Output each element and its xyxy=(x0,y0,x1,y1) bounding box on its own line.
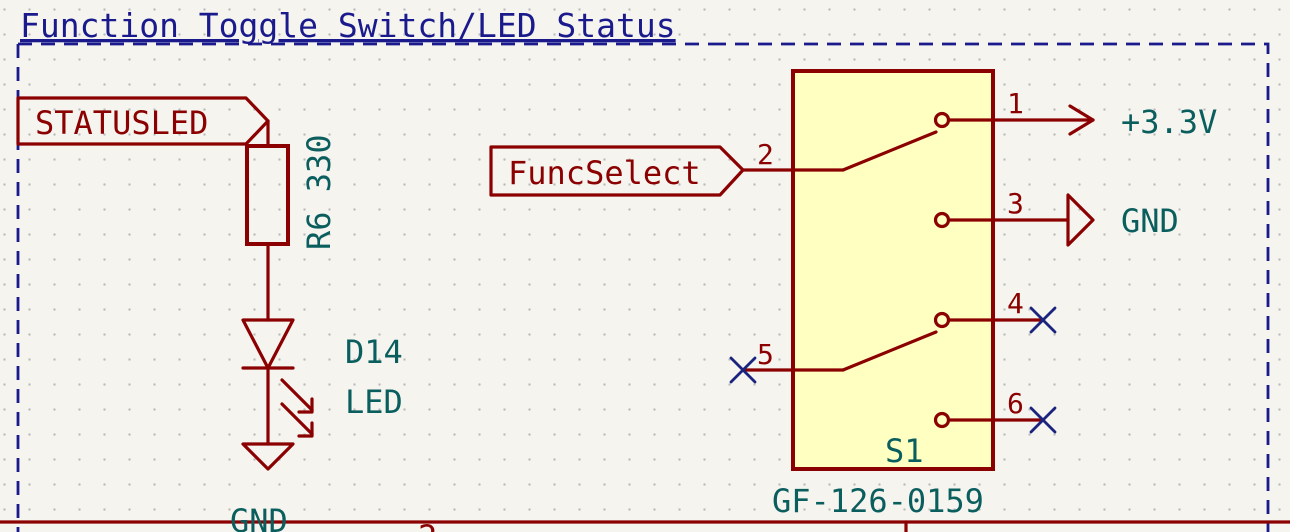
funcselect-label[interactable]: FuncSelect xyxy=(489,145,745,197)
no-connect-pin-4[interactable] xyxy=(1029,306,1057,334)
pin-4-number: 4 xyxy=(1007,287,1024,320)
statusled-label[interactable]: STATUSLED xyxy=(16,96,270,146)
resistor-r6[interactable]: R6 330 xyxy=(245,119,338,322)
gnd-right-label: GND xyxy=(1121,202,1179,240)
funcselect-label-text: FuncSelect xyxy=(508,154,701,192)
switch-ref: S1 xyxy=(885,432,924,470)
gnd-led-symbol[interactable]: GND xyxy=(230,442,295,532)
gnd-right-symbol[interactable]: GND xyxy=(1066,193,1179,247)
bottom-wire: 2 xyxy=(0,518,1290,532)
pin-3-number: 3 xyxy=(1007,187,1024,220)
group-frame: Function Toggle Switch/LED Status xyxy=(16,6,1270,532)
led-ref: D14 xyxy=(345,333,403,371)
resistor-ref-value: R6 330 xyxy=(300,134,338,250)
switch-s1[interactable]: 1 2 3 4 5 6 S1 GF-126-0159 xyxy=(741,69,1095,520)
switch-value: GF-126-0159 xyxy=(772,482,984,520)
pin-1-number: 1 xyxy=(1007,87,1024,120)
gnd-led-label: GND xyxy=(230,502,288,532)
no-connect-pin-5[interactable] xyxy=(729,356,757,384)
vcc-label: +3.3V xyxy=(1121,103,1217,141)
led-d14[interactable]: D14 LED xyxy=(241,318,403,446)
bottom-partial-label: 2 xyxy=(418,518,437,532)
pin-6-number: 6 xyxy=(1007,387,1024,420)
no-connect-pin-6[interactable] xyxy=(1029,406,1057,434)
led-value: LED xyxy=(345,383,403,421)
pin-2-number: 2 xyxy=(757,138,774,171)
pin-5-number: 5 xyxy=(757,338,774,371)
statusled-label-text: STATUSLED xyxy=(35,104,208,142)
group-title: Function Toggle Switch/LED Status xyxy=(20,6,676,45)
vcc-3v3-symbol[interactable]: +3.3V xyxy=(1068,103,1217,141)
